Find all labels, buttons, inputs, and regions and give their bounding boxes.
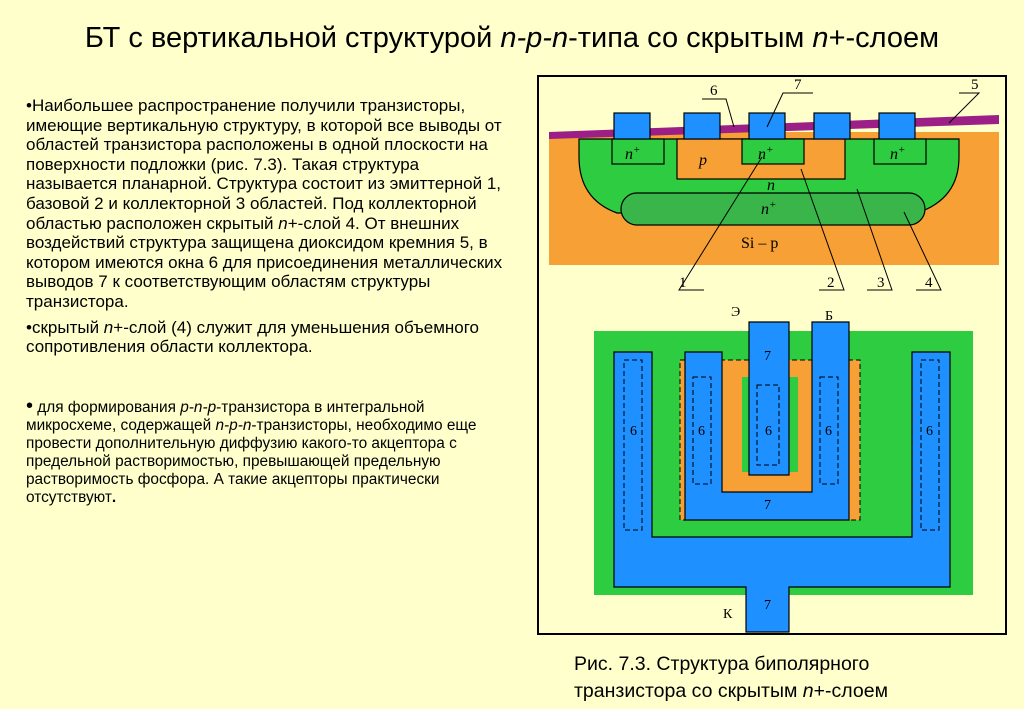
callouts: 6 7 5 1 2 3 4 (679, 77, 979, 291)
callout-6: 6 (710, 83, 718, 99)
transistor-diagram: n+ n+ n+ p n n+ Si – p 6 7 5 1 2 3 4 (549, 77, 999, 633)
emitter-region (741, 138, 805, 165)
base-metal (684, 321, 850, 521)
label-n-plus-right: n+ (890, 144, 905, 163)
callout-5: 5 (971, 77, 979, 93)
bullet: • (26, 317, 32, 337)
contact-windows (623, 359, 940, 531)
callout-1: 1 (679, 275, 687, 291)
terminal-collector-label: К (723, 607, 733, 622)
figure-7-3: n+ n+ n+ p n n+ Si – p 6 7 5 1 2 3 4 (537, 75, 1007, 635)
top-view: 6 6 6 6 6 7 7 7 Э Б К (594, 305, 973, 633)
bullet: • (26, 96, 32, 115)
metal-label-emitter: 7 (764, 349, 771, 364)
paragraph-pnp: • для формирования p-n-p-транзистора в и… (26, 394, 477, 506)
bullet: • (26, 394, 34, 417)
label-n: n (767, 177, 775, 194)
caption-line-1: Рис. 7.3. Структура биполярного (574, 653, 870, 675)
emitter-metal (748, 321, 790, 476)
callout-3: 3 (877, 275, 885, 291)
label-n-plus-left: n+ (625, 144, 640, 163)
label-p: p (698, 152, 707, 169)
window-label-emitter: 6 (765, 424, 772, 439)
top-view-labels: 6 6 6 6 6 7 7 7 Э Б К (630, 305, 933, 622)
label-substrate: Si – p (741, 235, 778, 252)
window-label-base-left: 6 (698, 424, 705, 439)
metal-label-base: 7 (764, 498, 771, 513)
callout-lines (678, 92, 981, 291)
figure-caption: Рис. 7.3. Структура биполярного транзист… (574, 651, 888, 705)
buried-layer (620, 192, 926, 226)
callout-4: 4 (925, 275, 933, 291)
paragraph-planar: •Наибольшее распространение получили тра… (26, 96, 503, 311)
window-label-left: 6 (630, 424, 637, 439)
window-label-right: 6 (926, 424, 933, 439)
terminal-base-label: Б (825, 309, 833, 324)
cross-section: n+ n+ n+ p n n+ Si – p 6 7 5 1 2 3 4 (549, 77, 999, 291)
paragraph-buried-layer: •скрытый n+-слой (4) служит для уменьшен… (26, 317, 480, 357)
slide-title: БТ с вертикальной структурой n-p-n-типа … (84, 22, 940, 54)
terminal-emitter-label: Э (731, 305, 740, 320)
window-label-base-right: 6 (825, 424, 832, 439)
metal-label-collector: 7 (764, 598, 771, 613)
body-text: •Наибольшее распространение получили тра… (26, 96, 511, 507)
n-plus-left-contact (611, 138, 665, 165)
callout-7: 7 (794, 77, 802, 93)
region-labels: n+ n+ n+ p n n+ (625, 144, 905, 218)
callout-2: 2 (827, 275, 835, 291)
label-buried: n+ (761, 199, 776, 218)
caption-line-2: транзистора со скрытым n+-слоем (574, 680, 888, 702)
collector-metal (613, 351, 951, 633)
label-n-plus-center: n+ (758, 144, 773, 163)
